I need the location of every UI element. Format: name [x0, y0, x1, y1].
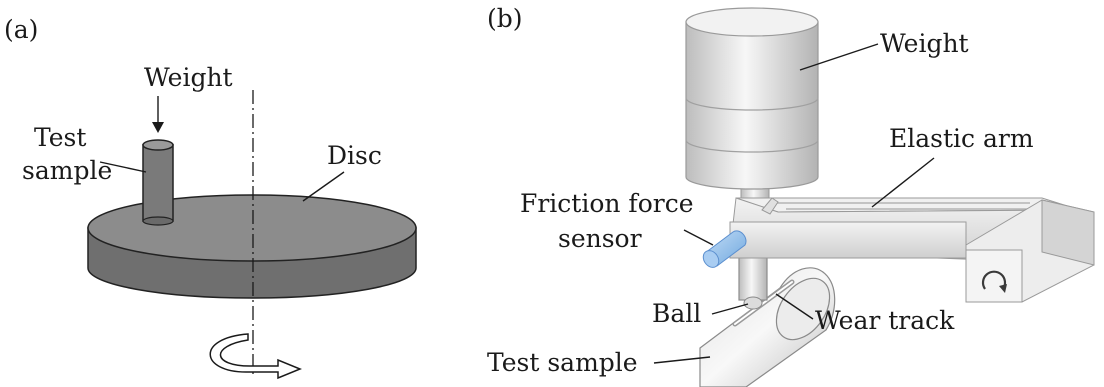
disc: [87, 194, 417, 299]
ball-leader: [711, 303, 749, 315]
test-sample-leader-b: [653, 356, 711, 364]
wear-track-label: Wear track: [815, 306, 955, 335]
panel-a: (a) Weight Test sample Disc: [4, 15, 417, 380]
test-sample-label-a-line2: sample: [22, 156, 112, 185]
friction-sensor-label-line2: sensor: [558, 224, 642, 253]
test-sample-label-a-line1: Test: [34, 123, 86, 152]
weight-label-b: Weight: [880, 29, 969, 58]
elastic-arm-leader: [871, 157, 935, 208]
disc-leader: [302, 171, 345, 202]
disc-label: Disc: [327, 141, 382, 170]
arm-end-block: [965, 199, 1095, 303]
ball: [743, 296, 763, 310]
weight-stack: [685, 7, 819, 207]
weight-label-a: Weight: [144, 63, 233, 92]
test-sample-pin: [142, 139, 174, 226]
panel-b-label: (b): [487, 4, 523, 33]
disc-top: [87, 194, 417, 262]
rotation-arrow-icon: [209, 333, 302, 380]
rotation-icon: [981, 270, 1007, 293]
elastic-arm-label: Elastic arm: [889, 124, 1034, 153]
panel-b: (b): [487, 4, 1095, 387]
test-sample-cylinder: [699, 267, 836, 387]
friction-sensor-label-line1: Friction force: [520, 189, 694, 218]
test-sample-leader-a: [99, 161, 147, 173]
test-sample-label-b: Test sample: [487, 348, 638, 377]
weight-arrow: [152, 96, 164, 133]
panel-a-label: (a): [4, 15, 38, 44]
ball-label: Ball: [652, 299, 701, 328]
wear-track-leader: [775, 293, 814, 320]
friction-sensor-leader: [683, 229, 714, 246]
weight-leader-b: [799, 43, 879, 71]
friction-sensor: [702, 230, 747, 268]
